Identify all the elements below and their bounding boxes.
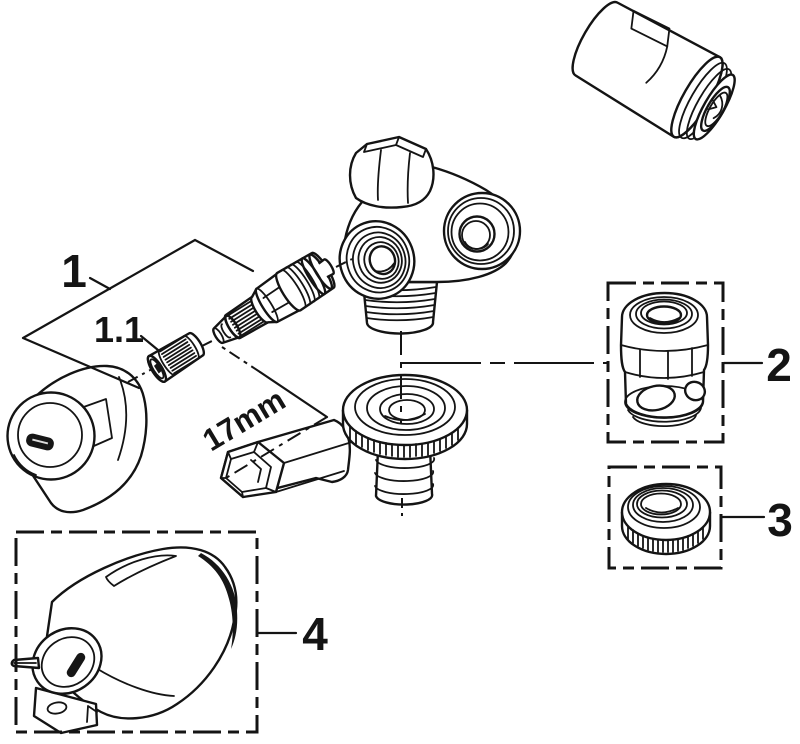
- group1-axis: [127, 258, 353, 383]
- knurling: [627, 525, 704, 553]
- broach-slot: [153, 361, 164, 374]
- valve-right-port: [442, 191, 522, 271]
- logo-text-mark: [32, 438, 49, 445]
- leader-1: [88, 276, 112, 291]
- part-socket-tool: [219, 418, 353, 499]
- center-lines: [127, 258, 607, 516]
- thread-window: [683, 380, 707, 402]
- label-part-3: 3: [767, 494, 793, 546]
- part-cartridge: [212, 251, 336, 345]
- part-valve-body: [338, 135, 522, 335]
- valve-left-port: [338, 220, 416, 300]
- handle-slot: [66, 652, 86, 678]
- valve-hex-cap: [348, 135, 435, 209]
- hose-barb: [374, 446, 434, 506]
- box-part4: [14, 530, 259, 734]
- knurling: [349, 425, 459, 458]
- part-adapter-2: [619, 291, 710, 428]
- callout-lines: [21, 238, 766, 635]
- label-part-4: 4: [302, 608, 328, 660]
- label-part-2: 2: [766, 339, 792, 391]
- part-check-valve-coupling: [571, 0, 736, 141]
- label-group-1: 1: [61, 245, 87, 297]
- handle-shading: [198, 553, 238, 649]
- thread-window: [636, 384, 676, 412]
- label-group-1-1: 1.1: [94, 309, 144, 350]
- box-part3: [607, 465, 723, 570]
- leader-1-1: [139, 334, 160, 352]
- part-ring-nut-3: [620, 482, 712, 556]
- part-hose-connector: [341, 373, 469, 506]
- part-handle-cap: [6, 364, 148, 514]
- part-spline-adapter: [146, 331, 206, 383]
- box-part2: [606, 281, 725, 444]
- tool-axis: [220, 416, 328, 482]
- part-handle-4: [10, 546, 238, 735]
